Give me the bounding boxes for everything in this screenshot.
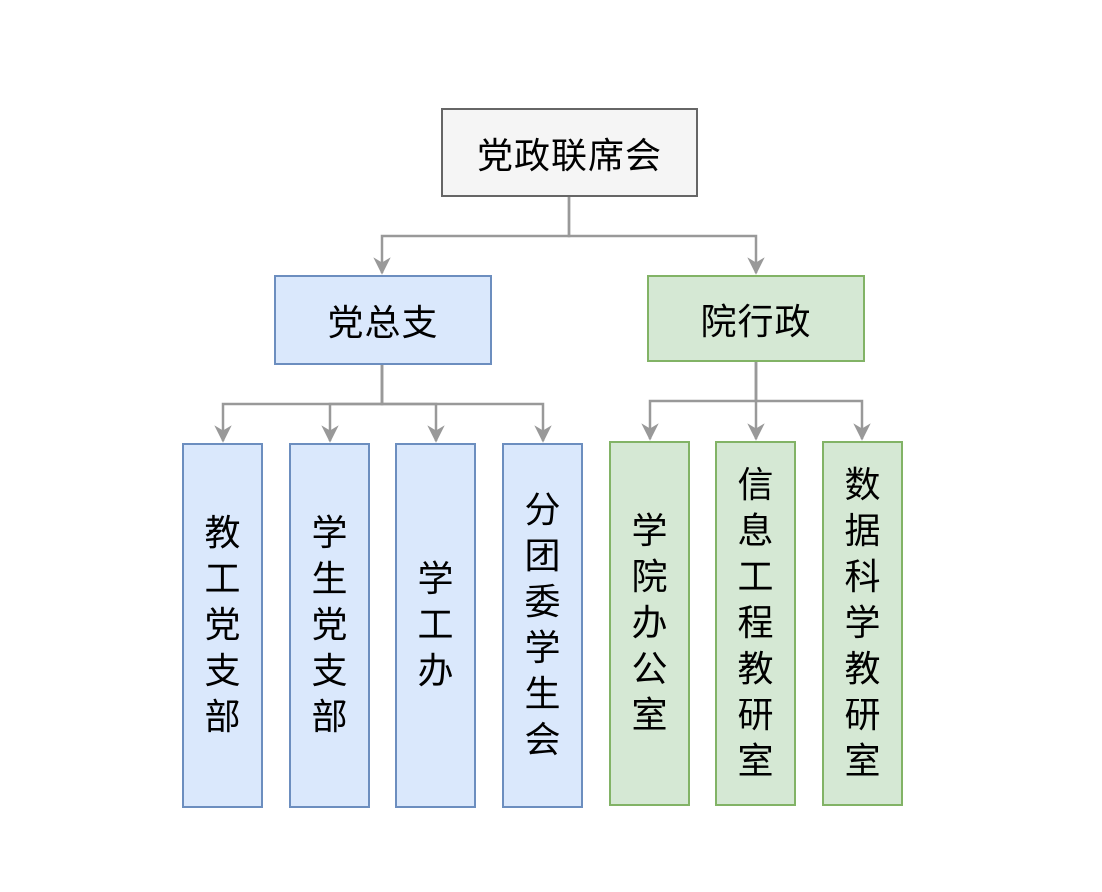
connector-admin-child-3 xyxy=(754,362,871,441)
node-party-child-4[interactable]: 分团委学生会 xyxy=(502,443,583,808)
node-party-child-3-label: 学工办 xyxy=(417,558,454,692)
node-party-child-1-label: 教工党支部 xyxy=(204,512,241,738)
node-admin-branch[interactable]: 院行政 xyxy=(647,275,865,362)
node-party-branch[interactable]: 党总支 xyxy=(274,275,492,365)
node-admin-child-1[interactable]: 学院办公室 xyxy=(609,441,690,806)
node-admin-child-3[interactable]: 数据科学教研室 xyxy=(822,441,903,806)
connector-party-child-2 xyxy=(321,365,384,443)
node-party-branch-label: 党总支 xyxy=(327,303,439,344)
node-party-child-3[interactable]: 学工办 xyxy=(395,443,476,808)
node-party-child-2[interactable]: 学生党支部 xyxy=(289,443,370,808)
node-admin-child-1-label: 学院办公室 xyxy=(631,510,668,736)
node-party-child-1[interactable]: 教工党支部 xyxy=(182,443,263,808)
node-admin-child-2[interactable]: 信息工程教研室 xyxy=(715,441,796,806)
node-party-child-2-label: 学生党支部 xyxy=(311,512,348,738)
connector-admin-child-1 xyxy=(641,362,758,441)
connector-party-child-4 xyxy=(380,365,552,443)
node-admin-child-2-label: 信息工程教研室 xyxy=(737,464,774,782)
node-admin-child-3-label: 数据科学教研室 xyxy=(844,464,881,782)
node-root[interactable]: 党政联席会 xyxy=(441,108,698,197)
node-admin-branch-label: 院行政 xyxy=(700,301,812,343)
connector-root-admin xyxy=(567,197,765,275)
node-party-child-4-label: 分团委学生会 xyxy=(524,489,561,761)
node-root-label: 党政联席会 xyxy=(476,135,662,177)
connector-root-party xyxy=(373,197,571,275)
